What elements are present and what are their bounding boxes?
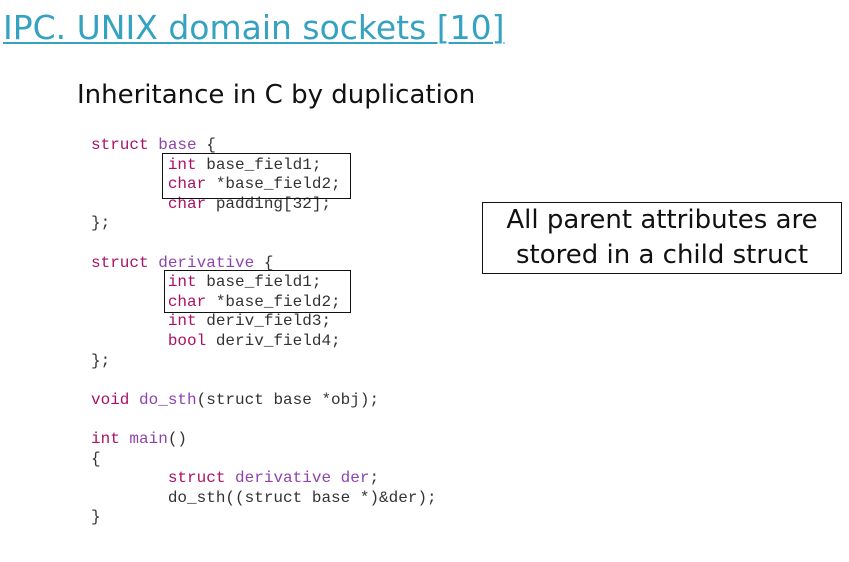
code-line: char padding[32]; bbox=[91, 195, 437, 215]
code-block: struct base { int base_field1; char *bas… bbox=[91, 136, 437, 528]
code-text: { bbox=[196, 136, 216, 154]
code-text: *base_field2; bbox=[206, 292, 341, 311]
code-line: void do_sth(struct base *obj); bbox=[91, 391, 437, 411]
code-line: struct derivative { bbox=[91, 254, 437, 274]
code-text: (struct base *obj); bbox=[196, 390, 380, 409]
code-keyword: char bbox=[167, 292, 207, 311]
code-line: struct base { bbox=[91, 136, 437, 156]
code-line: char *base_field2; bbox=[91, 293, 437, 313]
code-identifier: derivative bbox=[235, 469, 332, 488]
code-text: { bbox=[254, 253, 274, 272]
code-line bbox=[91, 234, 437, 254]
code-line bbox=[91, 410, 437, 430]
code-line: int deriv_field3; bbox=[91, 312, 437, 332]
callout-box: All parent attributes are stored in a ch… bbox=[482, 202, 842, 274]
code-keyword: int bbox=[167, 312, 197, 331]
code-text: () bbox=[167, 429, 188, 448]
code-text: }; bbox=[91, 351, 111, 370]
code-text bbox=[331, 469, 341, 487]
code-line bbox=[91, 371, 437, 391]
code-text bbox=[91, 293, 168, 311]
code-text: do_sth((struct base *)&der); bbox=[91, 488, 437, 507]
code-line: int base_field1; bbox=[91, 156, 437, 176]
code-identifier: do_sth bbox=[139, 390, 197, 409]
code-keyword: char bbox=[167, 194, 207, 213]
code-identifier: main bbox=[129, 429, 168, 448]
code-identifier: derivative bbox=[158, 253, 255, 272]
code-text bbox=[91, 469, 168, 487]
code-text bbox=[225, 469, 235, 487]
code-text: *base_field2; bbox=[206, 175, 341, 194]
code-line: int main() bbox=[91, 430, 437, 450]
slide-title: IPC. UNIX domain sockets [10] bbox=[3, 8, 505, 47]
code-line: struct derivative der; bbox=[91, 469, 437, 489]
code-keyword: int bbox=[167, 273, 197, 292]
code-text: }; bbox=[91, 214, 111, 233]
code-keyword: int bbox=[167, 155, 197, 174]
code-line: }; bbox=[91, 214, 437, 234]
code-line: bool deriv_field4; bbox=[91, 332, 437, 352]
code-line: char *base_field2; bbox=[91, 175, 437, 195]
code-keyword: void bbox=[91, 390, 130, 409]
code-text bbox=[129, 391, 139, 409]
code-text bbox=[91, 312, 168, 330]
code-text bbox=[91, 195, 168, 213]
code-keyword: struct bbox=[91, 136, 149, 154]
code-text bbox=[91, 332, 168, 350]
code-line: } bbox=[91, 508, 437, 528]
code-text bbox=[149, 254, 159, 272]
code-text bbox=[91, 156, 168, 174]
code-identifier: der bbox=[340, 469, 370, 488]
code-text bbox=[120, 430, 130, 448]
code-text: base_field1; bbox=[196, 273, 322, 292]
code-text: ; bbox=[369, 469, 380, 488]
code-keyword: struct bbox=[167, 469, 226, 488]
code-text: padding[32]; bbox=[206, 194, 332, 213]
code-keyword: struct bbox=[91, 253, 149, 272]
code-text bbox=[91, 175, 168, 193]
code-text: } bbox=[91, 508, 101, 527]
code-line: }; bbox=[91, 352, 437, 372]
code-line: { bbox=[91, 450, 437, 470]
code-keyword: int bbox=[91, 429, 120, 448]
code-text bbox=[91, 273, 168, 291]
code-line: int base_field1; bbox=[91, 273, 437, 293]
code-keyword: bool bbox=[167, 331, 207, 350]
highlight-box-derivative-fields bbox=[164, 270, 351, 313]
code-line: do_sth((struct base *)&der); bbox=[91, 489, 437, 509]
code-text: base_field1; bbox=[196, 155, 322, 174]
code-text: deriv_field4; bbox=[206, 331, 341, 350]
slide-subtitle: Inheritance in C by duplication bbox=[77, 80, 476, 110]
highlight-box-base-fields bbox=[162, 153, 351, 199]
code-identifier: base bbox=[158, 136, 197, 154]
code-text: { bbox=[91, 449, 101, 468]
code-text: deriv_field3; bbox=[196, 312, 332, 331]
code-text bbox=[149, 136, 159, 154]
code-keyword: char bbox=[167, 175, 207, 194]
